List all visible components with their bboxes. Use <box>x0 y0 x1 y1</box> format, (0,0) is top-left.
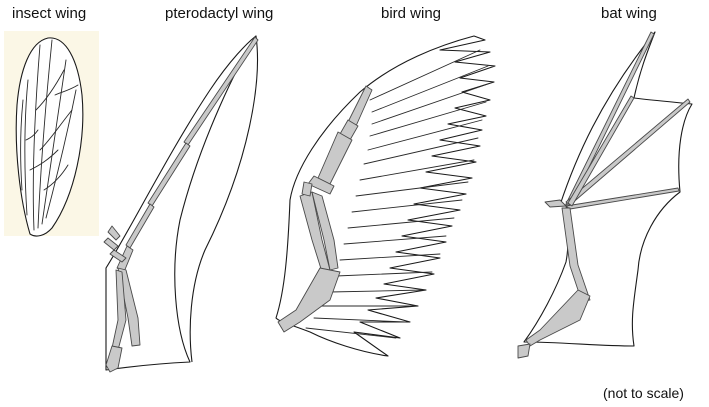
bird-bones <box>277 85 373 333</box>
bird-feather-lines <box>305 49 489 339</box>
insect-wing-illustration <box>4 31 99 237</box>
bird-wing-illustration <box>275 35 496 357</box>
pterodactyl-trailing-edge <box>189 35 258 363</box>
bat-wing-membrane <box>523 31 693 347</box>
insect-wing-veins <box>20 39 79 231</box>
pterodactyl-wing-illustration <box>103 35 259 373</box>
bat-wing-label: bat wing <box>601 5 657 22</box>
insect-wing-label: insect wing <box>12 5 87 22</box>
not-to-scale-note: (not to scale) <box>603 385 684 401</box>
bird-wing-label: bird wing <box>381 5 442 22</box>
bat-wing-illustration <box>517 31 693 359</box>
bat-finger-bones <box>517 31 691 359</box>
pterodactyl-wing-membrane <box>105 35 257 371</box>
pterodactyl-wing-label: pterodactyl wing <box>165 5 274 22</box>
pterodactyl-bones <box>103 36 259 373</box>
